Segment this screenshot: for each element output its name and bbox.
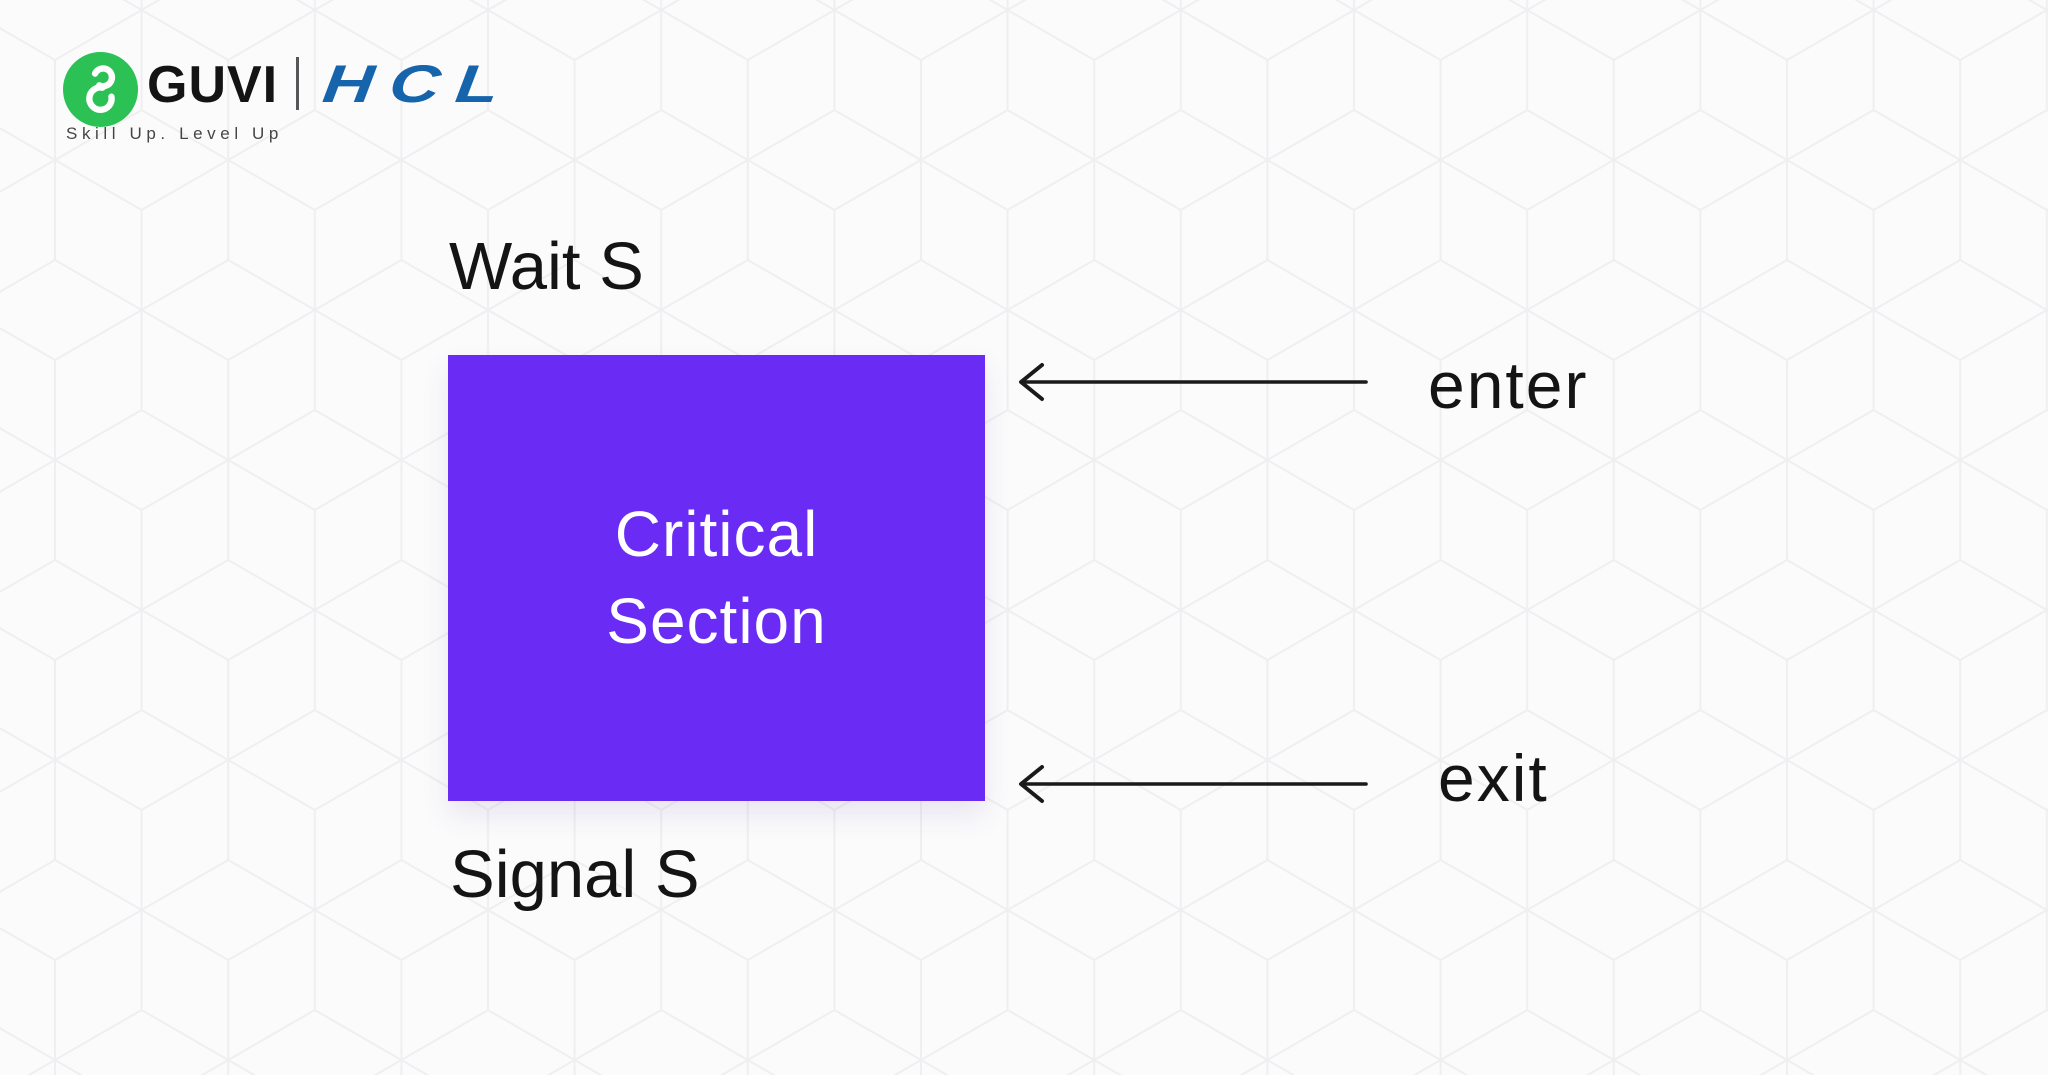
signal-s-label: Signal S [450, 837, 700, 912]
exit-label: exit [1438, 741, 1549, 815]
arrow-head [1019, 765, 1044, 803]
enter-label: enter [1428, 348, 1589, 422]
enter-arrow-icon [1019, 363, 1368, 401]
wait-s-label: Wait S [449, 229, 644, 304]
guvi-wordmark: GUVI [147, 56, 279, 114]
brand-divider [296, 57, 299, 110]
brand-tagline: Skill Up. Level Up [66, 124, 283, 143]
critical-section-box: Critical Section [448, 355, 985, 801]
guvi-logo-icon [63, 52, 138, 127]
critical-section-text-line1: Critical [614, 497, 819, 570]
exit-arrow-icon [1019, 765, 1368, 803]
arrow-head [1019, 363, 1044, 401]
hcl-wordmark: HCL [319, 55, 519, 114]
critical-section-text-line2: Section [606, 585, 827, 657]
